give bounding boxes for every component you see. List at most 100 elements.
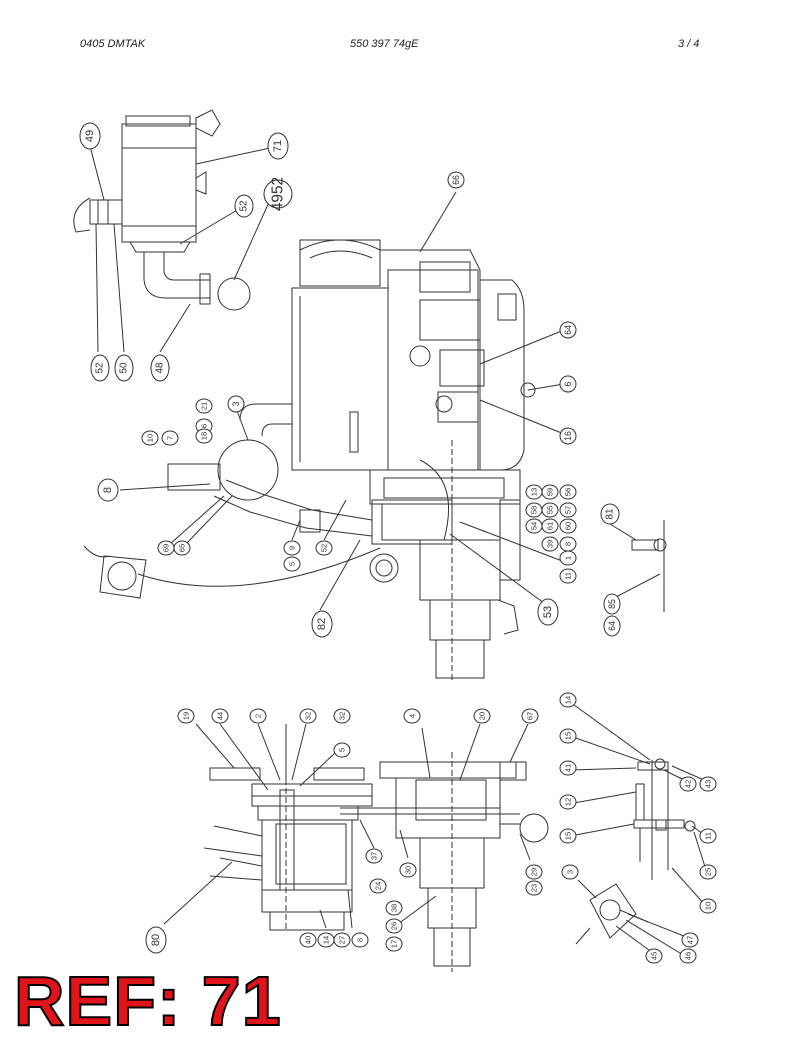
callout-bottom-left-11: 27 <box>333 932 351 948</box>
callout-number: 25 <box>704 868 713 877</box>
callout-number: 27 <box>338 936 347 945</box>
callout-number: 10 <box>146 434 155 443</box>
callout-number: 52 <box>320 544 329 553</box>
callout-bottom-left-16: 67 <box>521 708 539 724</box>
callout-number: 4952 <box>270 177 287 211</box>
callout-main-22: 54 <box>525 518 543 534</box>
callout-main-12: 65 <box>173 540 191 556</box>
callout-bottom-left-9: 40 <box>299 932 317 948</box>
callout-right-small-2: 64 <box>603 615 621 637</box>
callout-number: 46 <box>684 952 693 961</box>
callout-number: 23 <box>530 884 539 893</box>
callout-number: 4 <box>408 713 417 718</box>
callout-bottom-left-6: 37 <box>365 848 383 864</box>
callout-number: 11 <box>704 832 713 840</box>
callout-number: 30 <box>404 866 413 875</box>
callout-main-0: 66 <box>447 171 465 189</box>
callout-main-17: 59 <box>541 484 559 500</box>
callout-main-19: 58 <box>525 502 543 518</box>
callout-bottom-left-19: 17 <box>385 936 403 952</box>
callout-bottom-right-9: 10 <box>699 898 717 914</box>
callout-main-7: 18 <box>195 428 213 444</box>
callout-number: 7 <box>166 436 175 440</box>
callout-main-23: 61 <box>541 518 559 534</box>
callout-number: 58 <box>530 506 539 515</box>
callout-main-20: 55 <box>541 502 559 518</box>
callout-number: 19 <box>182 712 191 721</box>
callout-bottom-left-3: 32 <box>299 708 317 724</box>
callout-bottom-left-8: 30 <box>399 862 417 878</box>
callout-number: 67 <box>526 712 535 721</box>
callout-number: 42 <box>684 780 693 789</box>
callout-number: 55 <box>546 506 555 515</box>
callout-main-4: 3 <box>227 395 245 413</box>
callout-number: 39 <box>546 540 555 549</box>
callout-bottom-right-7: 11 <box>699 828 717 844</box>
callout-bottom-left-5: 5 <box>333 742 351 758</box>
callout-bottom-right-13: 47 <box>681 932 699 948</box>
pin-detail <box>609 520 667 612</box>
callout-number: 54 <box>530 521 539 530</box>
section-assembly <box>163 723 549 972</box>
callout-bottom-left-12: 8 <box>351 932 369 948</box>
air-filter-assembly <box>73 109 271 353</box>
callout-number: 44 <box>216 711 225 720</box>
callout-bottom-right-2: 41 <box>559 760 577 776</box>
callout-bottom-left-14: 4 <box>403 708 421 724</box>
callout-number: 13 <box>530 488 539 497</box>
callout-top-left-3: 4952 <box>263 177 293 211</box>
callout-number: 15 <box>564 732 573 741</box>
callout-number: 69 <box>162 544 171 553</box>
callout-bottom-left-18: 26 <box>385 918 403 934</box>
callout-bottom-left-10: 14 <box>317 932 335 948</box>
callout-number: 3 <box>566 870 575 874</box>
callout-number: 66 <box>451 175 461 185</box>
header-doc-code: 0405 DMTAK <box>80 38 146 50</box>
callout-main-11: 69 <box>157 540 175 556</box>
callout-main-29: 53 <box>537 598 559 626</box>
callout-number: 52 <box>239 201 250 212</box>
callout-number: 82 <box>316 618 328 630</box>
callout-number: 14 <box>564 695 573 704</box>
callout-bottom-right-12: 46 <box>679 948 697 964</box>
callout-number: 6 <box>200 424 209 428</box>
callout-main-14: 5 <box>283 556 301 572</box>
callout-number: 40 <box>304 936 313 945</box>
callout-number: 47 <box>686 936 695 945</box>
callout-number: 53 <box>542 606 554 618</box>
callout-number: 16 <box>563 431 573 441</box>
callout-number: 18 <box>200 432 209 441</box>
callout-bottom-right-1: 15 <box>559 728 577 744</box>
callout-number: 57 <box>564 506 573 515</box>
callout-number: 32 <box>338 712 347 721</box>
callout-bottom-right-11: 45 <box>645 948 663 964</box>
callout-number: 59 <box>546 488 555 497</box>
callout-main-1: 64 <box>559 321 577 339</box>
callout-number: 3 <box>231 401 241 406</box>
callout-bottom-right-6: 15 <box>559 828 577 844</box>
callout-number: 14 <box>322 935 331 944</box>
callout-main-10: 8 <box>97 478 119 502</box>
callout-main-16: 13 <box>525 484 543 500</box>
callout-top-left-2: 52 <box>234 194 254 218</box>
callout-number: 8 <box>564 542 573 546</box>
callout-main-9: 7 <box>161 430 179 446</box>
callout-main-28: 11 <box>559 568 577 584</box>
callout-number: 43 <box>704 780 713 789</box>
callout-number: 71 <box>272 140 284 152</box>
callout-main-30: 82 <box>311 610 333 638</box>
callout-bottom-right-3: 42 <box>679 776 697 792</box>
callout-number: 45 <box>650 952 659 961</box>
callout-number: 37 <box>370 852 379 861</box>
callout-main-8: 10 <box>141 430 159 446</box>
callout-bottom-right-0: 14 <box>559 692 577 708</box>
callout-number: 15 <box>564 832 573 841</box>
callout-number: 26 <box>390 922 399 931</box>
callout-number: 38 <box>390 904 399 913</box>
callout-bottom-right-5: 12 <box>559 794 577 810</box>
lever-detail <box>567 701 707 959</box>
callout-bottom-left-7: 24 <box>369 878 387 894</box>
callout-number: 29 <box>530 868 539 877</box>
callout-bottom-left-21: 23 <box>525 880 543 896</box>
callout-right-small-0: 81 <box>600 503 620 525</box>
